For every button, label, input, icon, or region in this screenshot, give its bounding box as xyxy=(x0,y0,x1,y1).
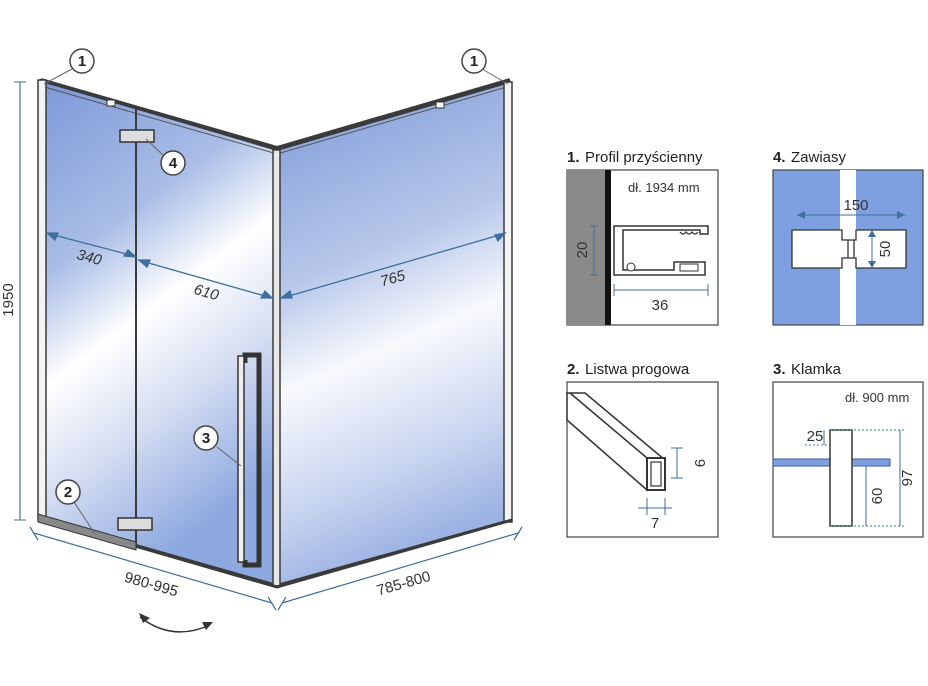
threshold-height-label: 9 xyxy=(691,459,708,467)
dimension-765-label: 765 xyxy=(378,267,407,290)
door-handle xyxy=(242,352,262,568)
handle-length-note: dł. 900 mm xyxy=(845,390,909,405)
threshold-width-label: 7 xyxy=(651,515,659,532)
detail-hinges-number: 4. xyxy=(773,149,786,166)
hinge-body xyxy=(791,229,907,269)
hinge-height-label: 50 xyxy=(877,241,894,258)
detail-profile-number: 1. xyxy=(567,149,580,166)
detail-handle-title: Klamka xyxy=(791,361,842,378)
wall-profile-left xyxy=(37,79,47,521)
profile-length-note: dł. 1934 mm xyxy=(628,180,700,195)
callout-1-right: 1 xyxy=(461,48,509,85)
corner-post xyxy=(272,149,281,587)
handle-bar xyxy=(829,429,853,527)
top-clip-left xyxy=(106,99,116,107)
exterior-dimensions xyxy=(29,526,523,611)
wall-section xyxy=(567,170,605,325)
detail-threshold-number: 2. xyxy=(567,361,580,378)
callout-3: 3 xyxy=(193,425,242,467)
threshold-strip xyxy=(37,513,137,551)
interior-dimensions xyxy=(45,231,507,299)
callout-1-left: 1 xyxy=(43,48,95,85)
hinge-top xyxy=(119,129,155,143)
handle-offset-label: 60 xyxy=(869,488,886,505)
top-frame xyxy=(40,78,511,151)
height-dimension-label: 1950 xyxy=(0,283,17,316)
dimension-610-label: 610 xyxy=(192,281,221,304)
svg-text:4: 4 xyxy=(169,155,178,172)
svg-text:2: 2 xyxy=(64,484,72,501)
enclosure-main-view: 1950 340 610 765 980-995 785-800 xyxy=(0,48,523,633)
wall-profile-right xyxy=(503,81,513,523)
detail-hinges: 4. Zawiasy 150 50 xyxy=(772,149,924,326)
hinge-bottom xyxy=(117,517,153,531)
top-clip-right xyxy=(435,101,445,109)
detail-profile: 1. Profil przyścienny dł. 1934 mm 20 36 xyxy=(566,149,719,326)
detail-hinges-title: Zawiasy xyxy=(791,149,847,166)
detail-threshold-title: Listwa progowa xyxy=(585,361,690,378)
detail-profile-title: Profil przyścienny xyxy=(585,149,703,166)
detail-handle: 3. Klamka dł. 900 mm 25 97 60 xyxy=(772,361,924,538)
detail-threshold: 2. Listwa progowa 9 7 xyxy=(566,361,719,538)
door-swing-arrow xyxy=(139,616,211,633)
profile-width-label: 36 xyxy=(652,297,669,314)
profile-depth-label: 20 xyxy=(574,242,591,259)
detail-handle-number: 3. xyxy=(773,361,786,378)
handle-grip-label: 25 xyxy=(807,428,824,445)
callout-4: 4 xyxy=(145,138,186,176)
handle-total-label: 97 xyxy=(899,470,916,487)
profile-shape xyxy=(613,225,709,276)
side-glass-panel xyxy=(276,80,511,587)
dimension-340-label: 340 xyxy=(75,246,104,269)
svg-text:3: 3 xyxy=(202,430,210,447)
svg-text:1: 1 xyxy=(470,53,478,70)
callout-2: 2 xyxy=(55,479,96,535)
hinge-width-label: 150 xyxy=(843,197,868,214)
svg-text:1: 1 xyxy=(78,53,86,70)
